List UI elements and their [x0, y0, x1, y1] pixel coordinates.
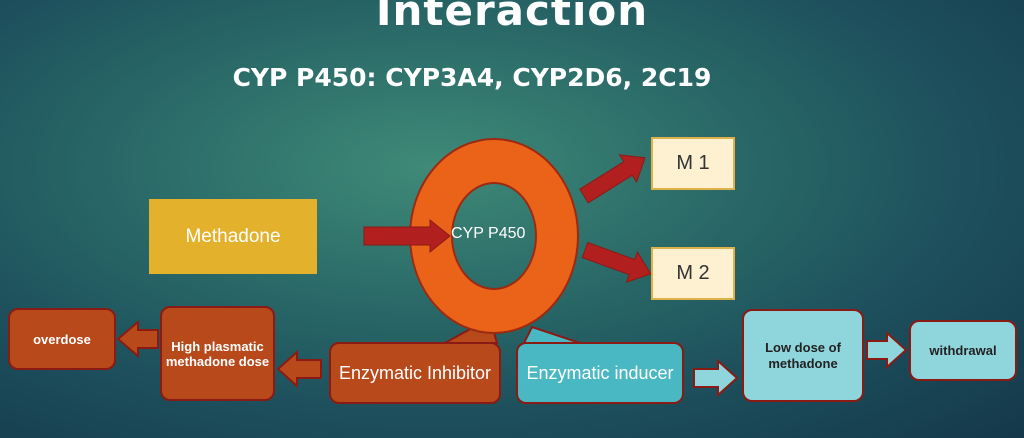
metabolite-m1-box: M 1 [651, 137, 735, 190]
low-dose-box: Low dose of methadone [742, 309, 864, 402]
inducer-callout-tail [522, 325, 581, 344]
enzymatic-inducer-box: Enzymatic inducer [516, 342, 684, 404]
withdrawal-box: withdrawal [909, 320, 1017, 381]
arrow-methadone-to-cyp [363, 218, 451, 254]
arrow-inducer-to-lowdose [693, 358, 739, 398]
slide-title: Interaction [375, 0, 649, 35]
arrow-cyp-to-m1 [579, 154, 646, 204]
arrow-cyp-to-m2 [581, 241, 652, 283]
arrow-inhibitor-to-highdose [276, 349, 322, 389]
methadone-box: Methadone [149, 199, 317, 274]
arrow-lowdose-to-withdrawal [866, 330, 908, 370]
high-dose-box: High plasmatic methadone dose [160, 306, 275, 401]
cyp-label: CYP P450 [451, 225, 526, 242]
arrow-highdose-to-overdose [116, 319, 159, 359]
enzymatic-inhibitor-box: Enzymatic Inhibitor [329, 342, 501, 404]
cyp-ring [408, 138, 580, 334]
slide-subtitle: CYP P450: CYP3A4, CYP2D6, 2C19 [232, 63, 712, 92]
overdose-box: overdose [8, 308, 116, 370]
metabolite-m2-box: M 2 [651, 247, 735, 300]
